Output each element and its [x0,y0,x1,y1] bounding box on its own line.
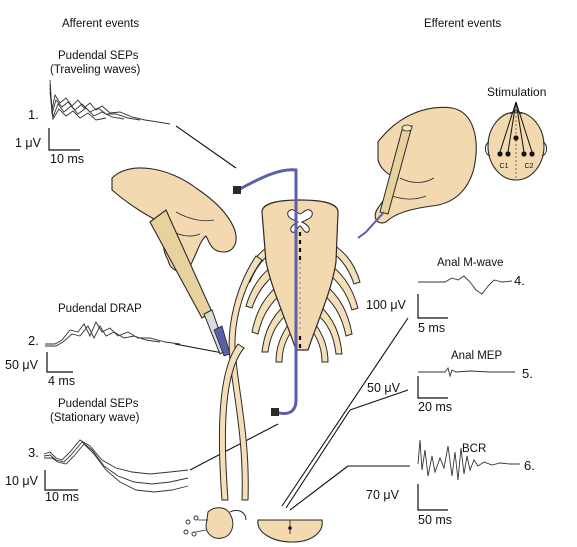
panel3-amp-scale: 10 μV [5,474,38,488]
panel6-time-scale: 50 ms [418,513,453,527]
panel5-title: Anal MEP [451,350,503,362]
panel3-time-scale: 10 ms [45,490,80,504]
panel1-trace-d [49,91,107,121]
panel3-title-line1: Pudendal SEPs [58,398,139,410]
panel4-amp-scale: 100 μV [366,298,406,312]
panel6-amp-scale: 70 μV [366,488,399,502]
panel1-trace-c [49,87,125,120]
cord-body [261,199,339,351]
panel1-amp-scale: 1 μV [15,136,41,150]
anal-sphincter [257,519,323,543]
panel3-trace-a [43,439,189,475]
scale-bars [44,128,448,511]
grey-matter [287,209,313,233]
panel5-time-scale: 20 ms [418,400,453,414]
panel4-time-scale: 5 ms [418,321,446,335]
catheter-wire [236,168,298,415]
panel4-title: Anal M-wave [437,257,504,269]
catheter-tip-upper [233,186,241,194]
recording-catheter [236,168,298,415]
panel6-title: BCR [462,443,487,455]
panel6-number: 6. [524,458,535,473]
panel3-scale-bar [44,470,78,491]
connector-panel6-a [289,465,349,511]
left-probe [149,209,231,357]
connector-panel1 [175,125,237,169]
panel5-number: 5. [522,366,533,381]
panel2-number: 2. [28,333,39,348]
panel1-title-line1: Pudendal SEPs [58,50,139,62]
panel1-trace-a [49,79,171,125]
right-probe [357,124,413,239]
panel3-number: 3. [28,445,39,460]
efferent-events-header: Efferent events [424,18,502,30]
panel5-amp-scale: 50 μV [367,381,400,395]
panel3-trace-b [43,441,189,485]
panel5-trace [418,366,515,378]
connector-panel5-a [285,409,351,509]
panel4-trace [418,275,513,295]
panel1-trace-b [49,83,141,121]
panel3-title-line2: (Stationary wave) [50,412,140,424]
spinal-cord [218,199,361,501]
panel3-trace-c [44,443,189,493]
stimulation-label: Stimulation [487,85,547,99]
connector-panel5-b [349,389,409,411]
panel2-title: Pudendal DRAP [58,303,142,315]
catheter-tip-lower [271,408,279,416]
panel6-trace [417,439,520,481]
panel1-number: 1. [28,107,39,122]
waveforms [43,79,520,493]
panel4-scale-bar [417,294,448,319]
panel2-time-scale: 4 ms [48,374,76,388]
scalp-electrodes [497,135,535,157]
panel5-scale-bar [417,376,448,399]
stimulation-leads [499,101,533,153]
panel1-title-line2: (Traveling waves) [50,64,141,76]
connector-panel4 [281,317,409,507]
panel2-trace-b [45,325,161,347]
panel2-scale-bar [46,352,73,373]
genitals [183,507,247,539]
panel4-number: 4. [514,273,525,288]
electrode-c2-label: C2 [525,163,534,170]
panel1-scale-bar [48,128,80,151]
electrode-c1-label: C1 [500,163,509,170]
panel6-scale-bar [417,484,448,511]
connector-panel3 [189,423,279,471]
afferent-events-header: Afferent events [62,18,140,30]
panel1-time-scale: 10 ms [50,152,85,166]
head-top-view: C1 C2 [484,101,548,181]
panel2-amp-scale: 50 μV [5,358,38,372]
